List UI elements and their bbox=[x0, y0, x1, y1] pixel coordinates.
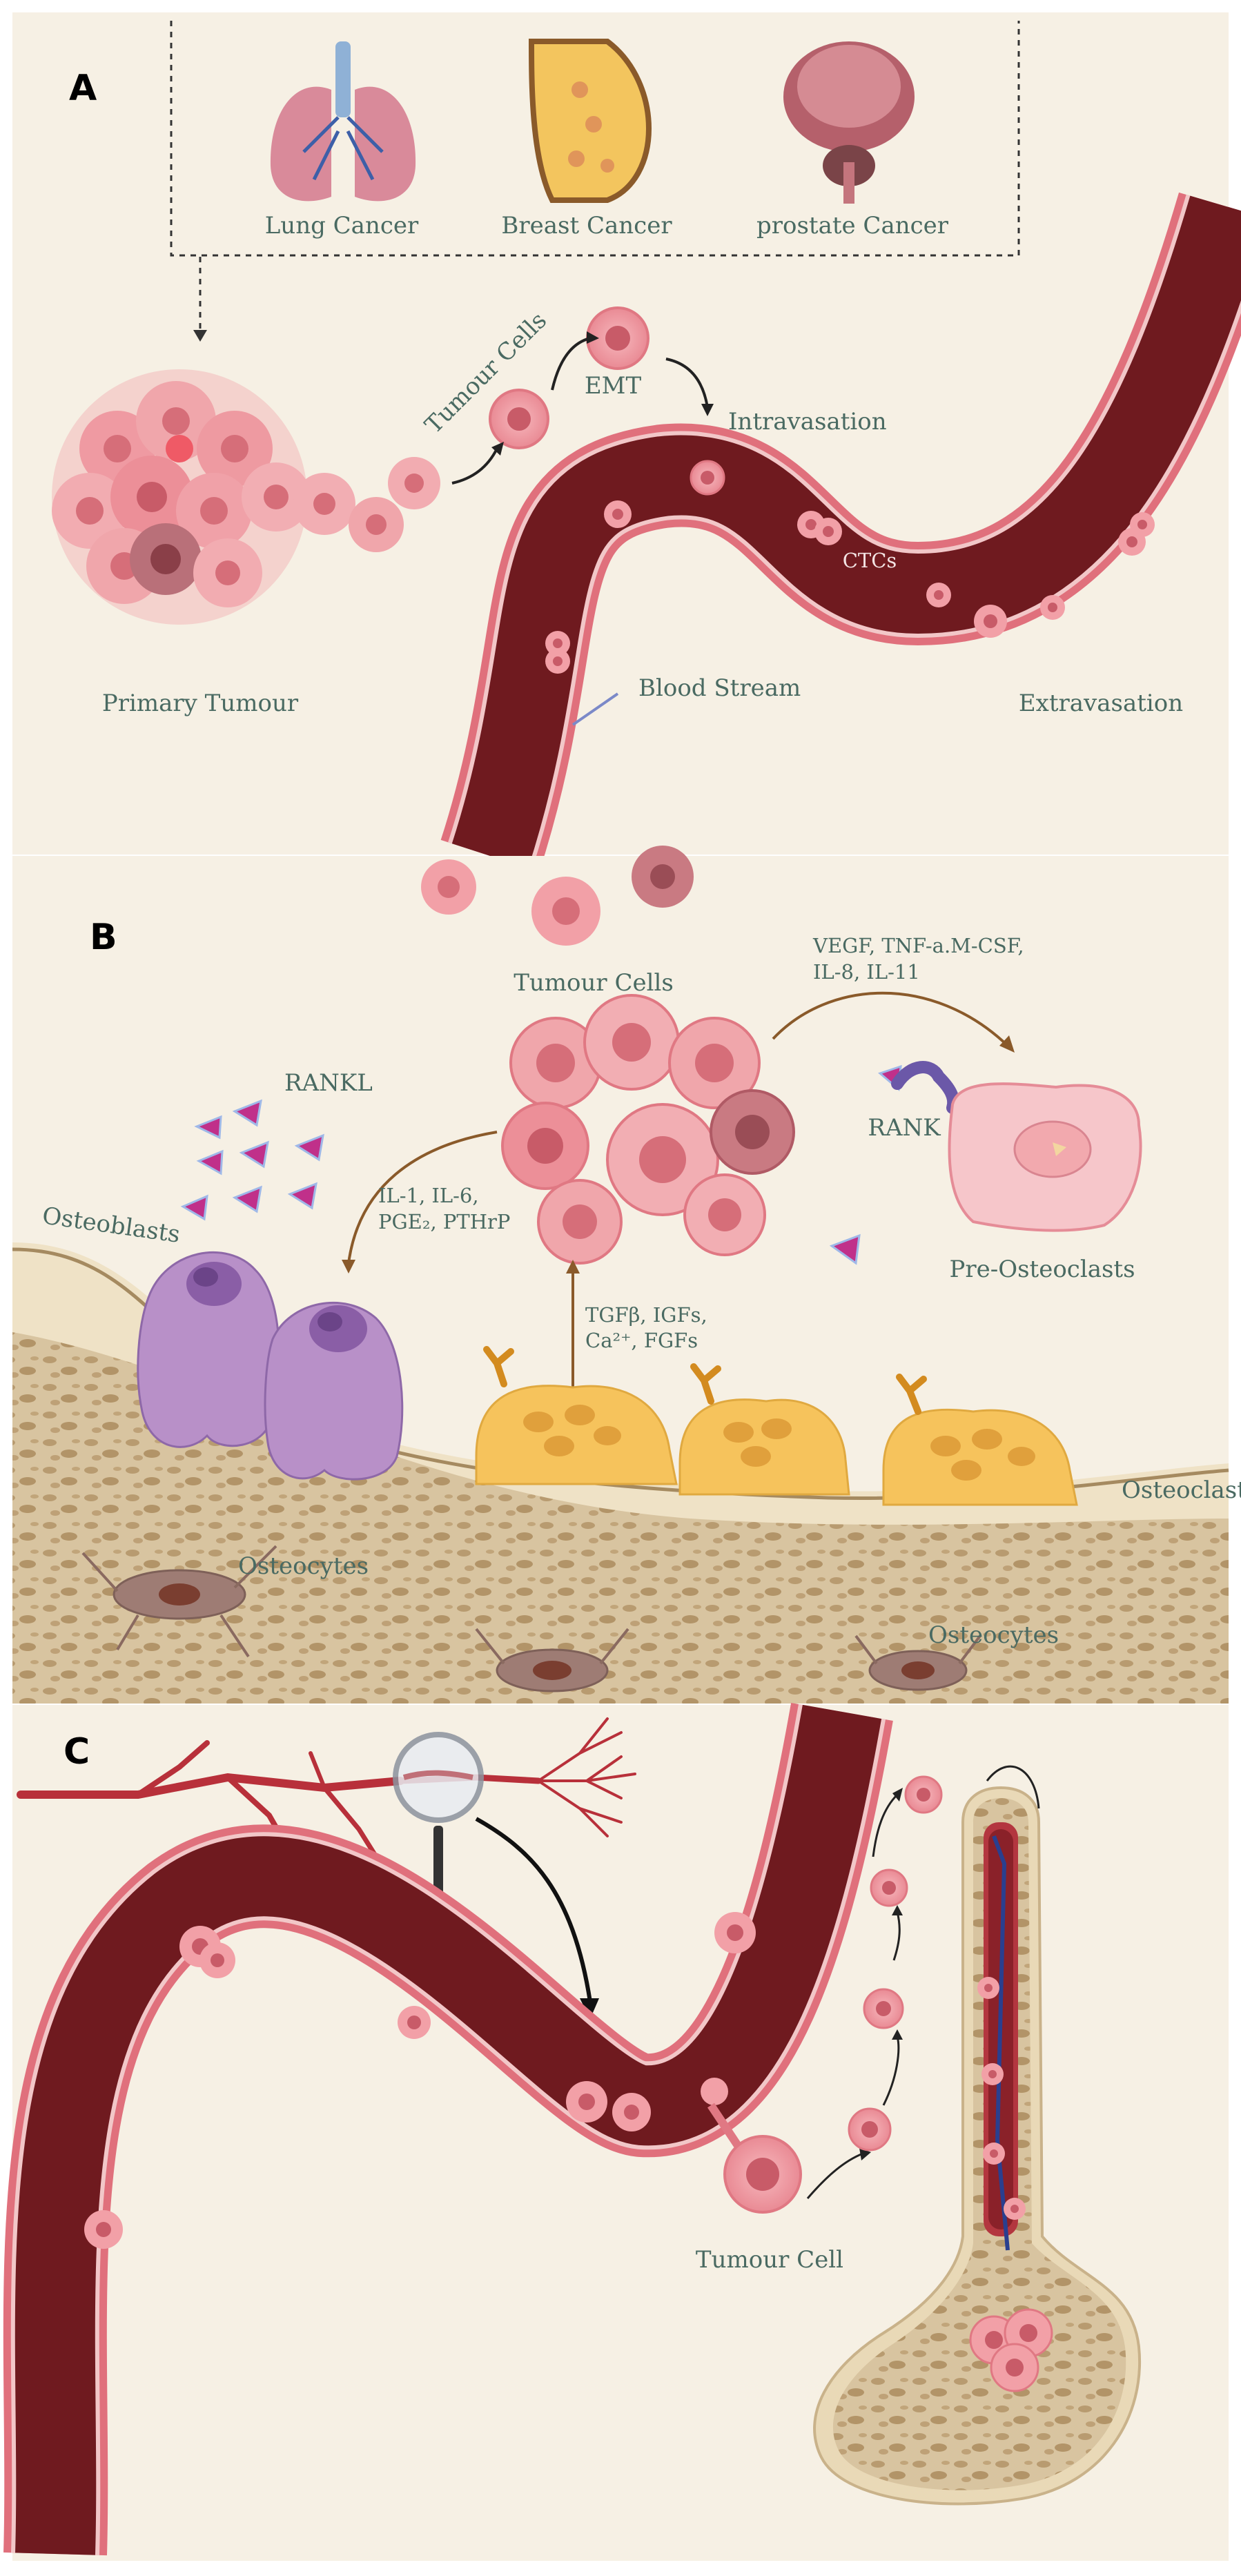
intravasation-label: Intravasation bbox=[728, 408, 887, 436]
blood-stream-pointer bbox=[571, 692, 619, 726]
breast-icon bbox=[528, 39, 652, 203]
magnifier-icon bbox=[393, 1732, 484, 1909]
panel-a-letter: A bbox=[69, 68, 97, 109]
arrow-to-osteoblasts bbox=[347, 1131, 498, 1264]
organ-label-breast: Breast Cancer bbox=[501, 212, 672, 240]
panel-b-letter: B bbox=[90, 917, 117, 958]
ctcs-label: CTCs bbox=[843, 549, 897, 572]
arrow-head-icon bbox=[587, 331, 599, 344]
primary-tumour-label: Primary Tumour bbox=[102, 690, 299, 717]
ctc-cells-c bbox=[84, 1912, 756, 2249]
osteoblast-cells bbox=[137, 1251, 404, 1481]
factors-left-line2: PGE₂, PTHrP bbox=[378, 1210, 510, 1233]
femur-bone bbox=[813, 1765, 1141, 2506]
arrow-head-icon bbox=[491, 442, 504, 456]
tumour-cells-top bbox=[421, 846, 694, 946]
organ-label-lung: Lung Cancer bbox=[265, 212, 419, 240]
tumour-cluster-b bbox=[501, 994, 795, 1265]
osteoclast-cells bbox=[475, 1346, 1078, 1506]
arrow-head-icon bbox=[193, 330, 207, 342]
factors-up-line2: Ca²⁺, FGFs bbox=[585, 1329, 698, 1352]
tumour-cells-label-b: Tumour Cells bbox=[514, 969, 674, 997]
prostate-icon bbox=[783, 41, 915, 204]
arrow-head-icon bbox=[342, 1260, 355, 1274]
factors-left-line1: IL-1, IL-6, bbox=[378, 1184, 479, 1207]
migrating-tumour-cells bbox=[806, 1775, 943, 2199]
ctc-cells bbox=[545, 500, 1155, 674]
tumour-cell-label: Tumour Cell bbox=[696, 2246, 843, 2274]
rankl-triangles bbox=[180, 1099, 861, 1265]
arrow-head-icon bbox=[701, 404, 714, 416]
osteoclasts-label: Osteoclasts bbox=[1122, 1476, 1241, 1504]
flow-arrow-1 bbox=[451, 448, 498, 485]
emt-label: EMT bbox=[585, 372, 642, 400]
osteocytes-label-right: Osteocytes bbox=[928, 1621, 1059, 1649]
intravasating-cell bbox=[690, 460, 725, 496]
pre-osteoclast-cell bbox=[948, 1082, 1142, 1232]
factors-up-line1: TGFβ, IGFs, bbox=[585, 1303, 707, 1327]
rank-receptor-icon bbox=[878, 1061, 960, 1114]
zoom-arrow bbox=[475, 1817, 592, 2002]
flow-arrow-2 bbox=[551, 337, 591, 391]
panel-c: C bbox=[3, 1702, 1229, 2561]
panel-b: B Tumour Cells VEGF, TNF-a.M-CSF, IL-8, … bbox=[12, 846, 1241, 1704]
organ-label-prostate: prostate Cancer bbox=[756, 212, 949, 240]
extravasation-label: Extravasation bbox=[1019, 690, 1183, 717]
panel-a: A Lung Cancer Breast Cancer bbox=[12, 12, 1241, 872]
arrow-head-icon bbox=[580, 1998, 599, 2019]
trabecular-bone bbox=[12, 1332, 1229, 1704]
factors-right-line2: IL-8, IL-11 bbox=[813, 960, 920, 984]
factors-right-line1: VEGF, TNF-a.M-CSF, bbox=[812, 934, 1024, 957]
rank-label: RANK bbox=[868, 1114, 941, 1142]
lungs-icon bbox=[270, 41, 416, 202]
extravasating-tumour-cell bbox=[701, 2078, 802, 2214]
osteocytes-label-left: Osteocytes bbox=[238, 1552, 369, 1580]
pre-osteoclasts-label: Pre-Osteoclasts bbox=[949, 1256, 1135, 1283]
osteocyte-cells bbox=[81, 1545, 981, 1692]
rankl-label: RANKL bbox=[284, 1069, 373, 1097]
arrow-head-icon bbox=[999, 1035, 1015, 1053]
flow-arrow-3 bbox=[665, 358, 709, 408]
blood-stream-label: Blood Stream bbox=[638, 674, 801, 702]
tumour-cell-a1 bbox=[489, 389, 549, 449]
panel-c-letter: C bbox=[63, 1731, 90, 1773]
arrow-to-pre-osteoclasts bbox=[772, 991, 1009, 1047]
primary-tumour-cluster bbox=[52, 369, 440, 625]
arrow-head-icon bbox=[566, 1260, 580, 1274]
